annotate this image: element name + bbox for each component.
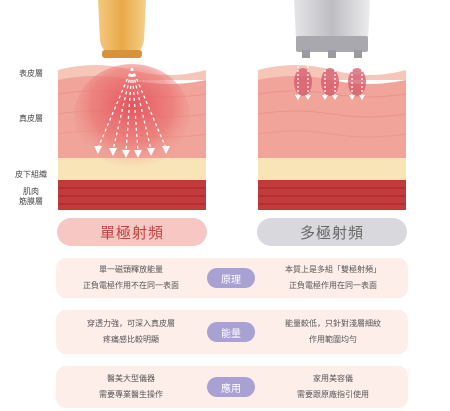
monopolar-probe — [98, 0, 146, 58]
energy-left: 穿透力強，可深入真皮層 疼痛感比較明顯 — [56, 310, 206, 354]
energy-left-line1: 穿透力強，可深入真皮層 — [87, 319, 175, 328]
application-left-line2: 需要專業醫生操作 — [99, 390, 163, 399]
principle-left-line1: 單一磁頭釋放能量 — [99, 265, 163, 274]
comparison-row-application: 醫美大型儀器 需要專業醫生操作 應用 家用美容儀 需要跟原廠指引使用 — [56, 366, 408, 408]
comparison-row-energy: 穿透力強，可深入真皮層 疼痛感比較明顯 能量 能量較低，只針對淺層細紋 作用範圍… — [56, 310, 408, 354]
label-muscle-line2: 筋膜層 — [19, 197, 43, 206]
label-epidermis: 表皮層 — [19, 69, 43, 78]
principle-right-line2: 正負電極作用在同一表面 — [289, 281, 377, 290]
energy-right-line1: 能量較低，只針對淺層細紋 — [285, 319, 381, 328]
application-right: 家用美容儀 需要跟原廠指引使用 — [258, 366, 408, 408]
application-right-line2: 需要跟原廠指引使用 — [297, 390, 369, 399]
category-badge-principle: 原理 — [207, 268, 255, 288]
label-muscle-line1: 肌肉 — [23, 187, 39, 196]
application-left: 醫美大型儀器 需要專業醫生操作 — [56, 366, 206, 408]
energy-right: 能量較低，只針對淺層細紋 作用範圍均勻 — [258, 310, 408, 354]
comparison-row-principle: 單一磁頭釋放能量 正負電極作用不在同一表面 原理 本質上是多組「雙極射頻」 正負… — [56, 258, 408, 298]
energy-right-line2: 作用範圍均勻 — [309, 335, 357, 344]
application-left-line1: 醫美大型儀器 — [107, 374, 155, 383]
principle-right: 本質上是多組「雙極射頻」 正負電極作用在同一表面 — [258, 258, 408, 298]
category-badge-energy: 能量 — [207, 322, 255, 342]
principle-left-line2: 正負電極作用不在同一表面 — [83, 281, 179, 290]
title-monopolar: 單極射頻 — [57, 218, 207, 246]
category-badge-application: 應用 — [207, 377, 255, 397]
principle-left: 單一磁頭釋放能量 正負電極作用不在同一表面 — [56, 258, 206, 298]
multipolar-probe — [294, 0, 370, 62]
label-dermis: 真皮層 — [19, 114, 43, 123]
principle-right-line1: 本質上是多組「雙極射頻」 — [285, 265, 381, 274]
title-multipolar: 多極射頻 — [257, 218, 407, 246]
multipolar-skin-diagram — [258, 58, 406, 210]
label-muscle: 肌肉 筋膜層 — [6, 187, 56, 207]
application-right-line1: 家用美容儀 — [313, 374, 353, 383]
monopolar-skin-diagram — [58, 58, 206, 210]
label-subcutaneous: 皮下組織 — [15, 170, 47, 179]
energy-left-line2: 疼痛感比較明顯 — [103, 335, 159, 344]
